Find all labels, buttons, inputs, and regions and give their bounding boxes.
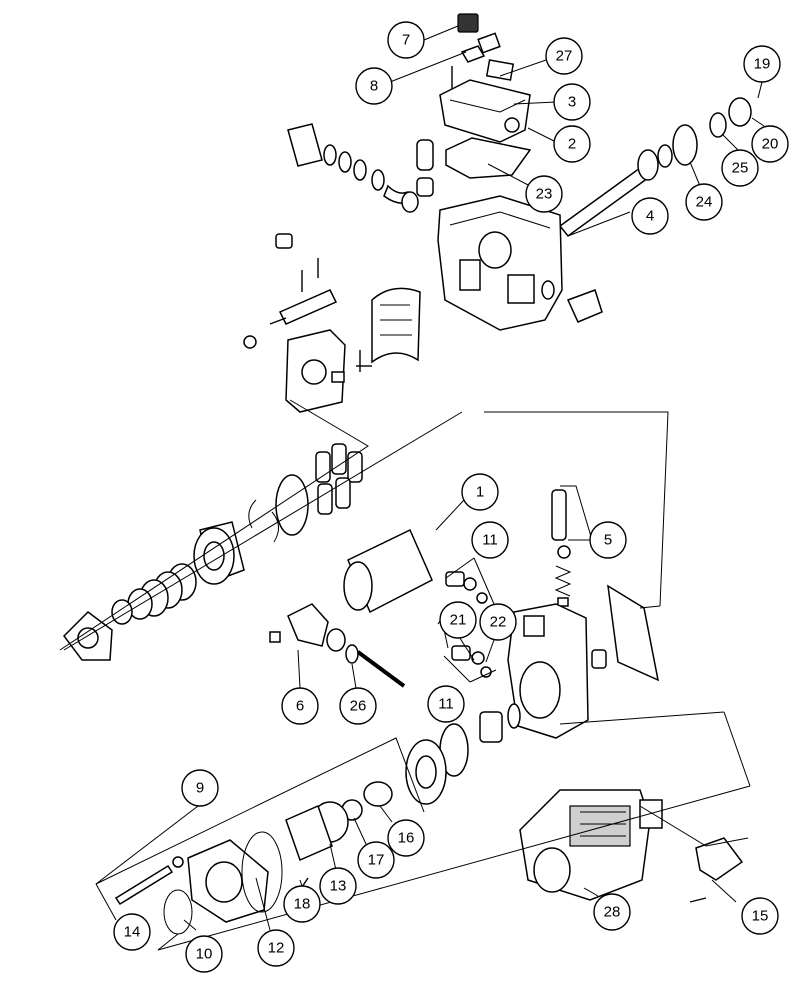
callout-15: 15	[741, 897, 779, 935]
callout-4: 4	[631, 197, 669, 235]
callout-5: 5	[589, 521, 627, 559]
callout-label: 15	[752, 908, 769, 925]
callout-28: 28	[593, 893, 631, 931]
callout-24: 24	[685, 183, 723, 221]
callout-26: 26	[339, 687, 377, 725]
rotating-group	[63, 443, 660, 743]
callout-label: 13	[330, 878, 347, 895]
callout-27: 27	[545, 37, 583, 75]
callout-label: 28	[604, 904, 621, 921]
callout-label: 25	[732, 160, 749, 177]
callout-14: 14	[113, 913, 151, 951]
callout-label: 19	[754, 56, 771, 73]
callout-11-lower: 11	[427, 685, 465, 723]
leader-lines	[59, 25, 765, 951]
callout-17: 17	[357, 841, 395, 879]
callout-label: 26	[350, 698, 367, 715]
callout-label: 11	[438, 696, 454, 713]
callout-label: 2	[568, 136, 576, 153]
callout-1: 1	[461, 473, 499, 511]
callout-13: 13	[319, 867, 357, 905]
callout-label: 16	[398, 830, 415, 847]
front-parts	[114, 723, 469, 935]
callout-label: 14	[124, 924, 141, 941]
callout-22: 22	[479, 603, 517, 641]
callout-label: 6	[296, 698, 304, 715]
callout-label: 4	[646, 208, 654, 225]
callout-label: 23	[536, 186, 553, 203]
callout-label: 1	[476, 484, 484, 501]
callout-label: 20	[762, 136, 779, 153]
callout-21: 21	[439, 601, 477, 639]
callout-label: 17	[368, 852, 385, 869]
callout-3: 3	[553, 83, 591, 121]
callout-9: 9	[181, 769, 219, 807]
callout-20: 20	[751, 125, 789, 163]
callout-label: 12	[268, 940, 285, 957]
callout-23: 23	[525, 175, 563, 213]
callout-label: 3	[568, 94, 576, 111]
callout-label: 10	[196, 946, 213, 963]
callout-19: 19	[743, 45, 781, 83]
callout-label: 22	[490, 614, 507, 631]
top-assembly	[243, 13, 752, 413]
pump-assembly	[519, 789, 744, 903]
callout-label: 9	[196, 780, 204, 797]
callout-label: 21	[450, 612, 467, 629]
callout-7: 7	[387, 21, 425, 59]
callout-25: 25	[721, 149, 759, 187]
callout-8: 8	[355, 67, 393, 105]
callout-label: 24	[696, 194, 713, 211]
callout-10: 10	[185, 935, 223, 973]
callout-label: 7	[402, 32, 410, 49]
callout-18: 18	[283, 885, 321, 923]
callout-label: 5	[604, 532, 612, 549]
callout-label: 27	[556, 48, 573, 65]
callout-12: 12	[257, 929, 295, 967]
callout-label: 8	[370, 78, 378, 95]
callout-label: 18	[294, 896, 311, 913]
callout-6: 6	[281, 687, 319, 725]
callout-2: 2	[553, 125, 591, 163]
callout-label: 11	[482, 532, 498, 549]
callout-16: 16	[387, 819, 425, 857]
callout-11-upper: 11	[471, 521, 509, 559]
